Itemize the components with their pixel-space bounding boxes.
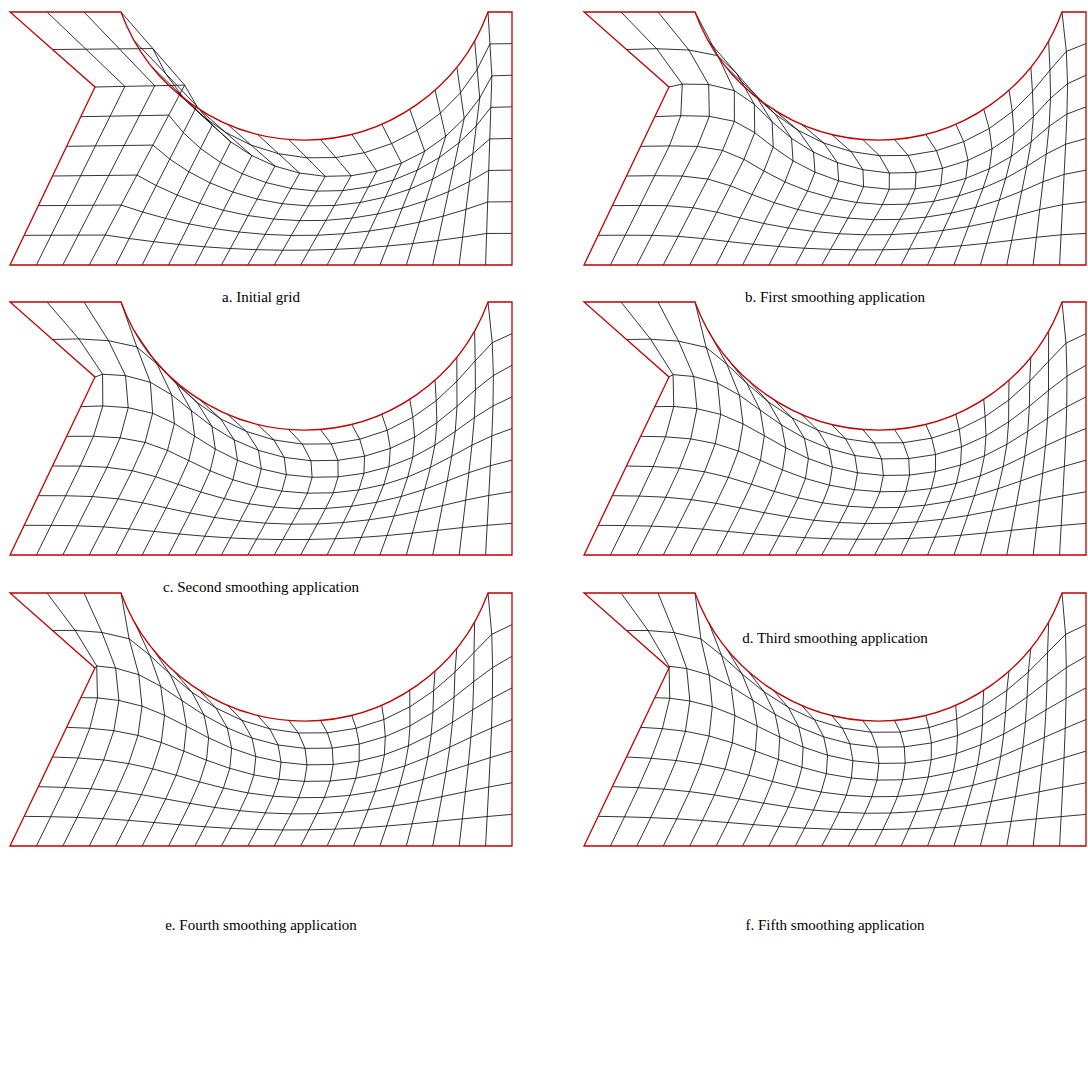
domain-boundary [584, 302, 1086, 555]
grid-panel [10, 302, 512, 555]
domain-boundary [10, 302, 512, 555]
domain-boundary [10, 12, 512, 265]
grid-lines [598, 302, 1086, 555]
grid-lines [598, 593, 1086, 846]
panel-caption: e. Fourth smoothing application [165, 917, 357, 934]
domain-boundary [584, 12, 1086, 265]
domain-boundary [10, 593, 512, 846]
panel-caption: c. Second smoothing application [163, 579, 359, 596]
grid-panel [10, 593, 512, 846]
grid-lines [24, 12, 512, 265]
grid-panel [584, 302, 1086, 555]
panel-caption: a. Initial grid [222, 289, 300, 306]
panel-caption: b. First smoothing application [745, 289, 925, 306]
grid-lines [24, 302, 512, 555]
grid-panel [10, 12, 512, 265]
grid-panel [584, 12, 1086, 265]
domain-boundary [584, 593, 1086, 846]
grid-lines [24, 593, 512, 846]
panel-caption: f. Fifth smoothing application [745, 917, 924, 934]
panel-caption: d. Third smoothing application [742, 630, 928, 647]
grid-lines [598, 12, 1086, 265]
